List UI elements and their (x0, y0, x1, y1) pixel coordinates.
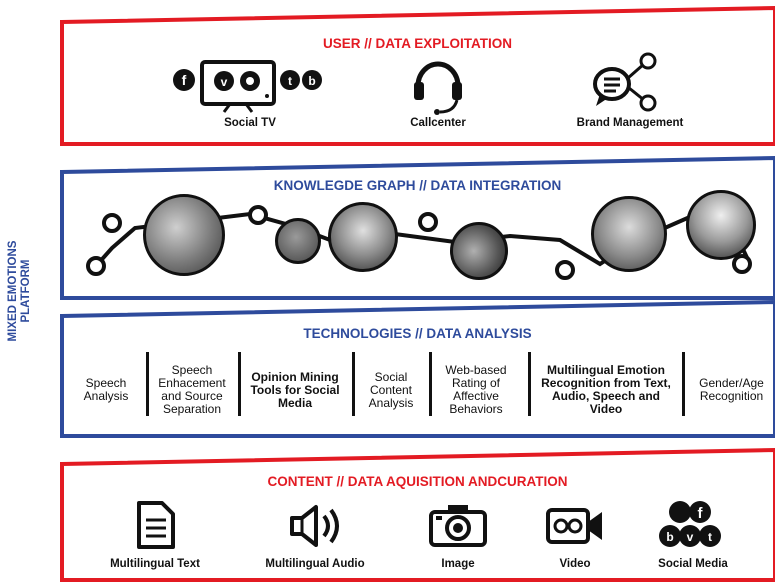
camera-icon (429, 505, 487, 547)
svg-text:t: t (708, 530, 712, 544)
speaker-icon (290, 505, 339, 547)
tech-item-label: Speech Analysis (83, 376, 129, 403)
tech-separator (238, 352, 241, 416)
tech-item-label: Opinion Mining Tools for Social Media (250, 369, 340, 410)
photo-portrait (328, 202, 398, 272)
content-panel: CONTENT // DATA AQUISITION ANDCURATION M… (60, 448, 775, 582)
svg-text:f: f (182, 72, 187, 88)
user-panel: USER // DATA EXPLOITATION f v t b Social… (60, 6, 775, 146)
content-item-social-media: Social Media (658, 558, 728, 570)
user-item-callcenter: Callcenter (410, 117, 466, 129)
knowledge-panel-title: KNOWLEGDE GRAPH // DATA INTEGRATION (273, 178, 562, 193)
document-icon (137, 501, 175, 549)
tech-item-multilingual-emotion: Multilingual Emotion Recognition from Te… (535, 350, 677, 430)
tech-separator (429, 352, 432, 416)
svg-text:t: t (288, 74, 292, 88)
tech-item-label: Speech Enhacement and Source Separation (158, 363, 226, 416)
svg-text:f: f (698, 505, 704, 522)
knowledge-panel: KNOWLEGDE GRAPH // DATA INTEGRATION (60, 156, 775, 300)
social-media-icon: f b v t (659, 501, 721, 547)
share-chat-icon (593, 52, 657, 112)
tech-item-gender-age: Gender/Age Recognition (688, 350, 775, 430)
tech-item-label: Social Content Analysis (368, 369, 414, 410)
tech-separator (682, 352, 685, 416)
tech-item-opinion-mining: Opinion Mining Tools for Social Media (245, 350, 345, 430)
content-item-multilingual-audio: Multilingual Audio (265, 558, 365, 570)
tech-item-social-content: Social Content Analysis (358, 350, 424, 430)
user-item-brand-management: Brand Management (576, 117, 684, 129)
photo-scientist (686, 190, 756, 260)
photo-city-towers (143, 194, 225, 276)
content-item-video: Video (559, 558, 591, 570)
content-item-image: Image (441, 558, 475, 570)
tech-item-label: Web-based Rating of Affective Behaviors (445, 363, 507, 416)
tech-separator (146, 352, 149, 416)
content-panel-title: CONTENT // DATA AQUISITION ANDCURATION (267, 474, 568, 489)
svg-text:b: b (308, 74, 315, 88)
photo-computer (275, 218, 321, 264)
user-item-social-tv: Social TV (224, 117, 276, 129)
video-camera-icon (546, 508, 602, 544)
tech-separator (528, 352, 531, 416)
tech-item-label: Multilingual Emotion Recognition from Te… (541, 363, 671, 416)
content-panel-frame (60, 448, 775, 582)
tech-item-speech-enhancement: Speech Enhacement and Source Separation (150, 350, 234, 430)
tech-panel-title: TECHNOLOGIES // DATA ANALYSIS (303, 326, 532, 341)
svg-text:v: v (687, 530, 694, 544)
tech-item-speech-analysis: Speech Analysis (70, 350, 142, 430)
tech-item-web-rating: Web-based Rating of Affective Behaviors (436, 350, 516, 430)
tech-item-label: Gender/Age Recognition (699, 376, 764, 403)
headset-icon (414, 61, 462, 115)
user-panel-title: USER // DATA EXPLOITATION (323, 36, 512, 51)
side-label-line1: MIXED EMOTIONS (7, 240, 19, 342)
tech-separator (352, 352, 355, 416)
photo-gramophone (450, 222, 508, 280)
svg-text:v: v (221, 75, 228, 89)
content-item-multilingual-text: Multilingual Text (110, 558, 200, 570)
svg-text:b: b (666, 530, 673, 544)
social-tv-icon: f v t b (173, 60, 322, 113)
photo-crowd (591, 196, 667, 272)
side-label-line2: PLATFORM (20, 259, 32, 323)
